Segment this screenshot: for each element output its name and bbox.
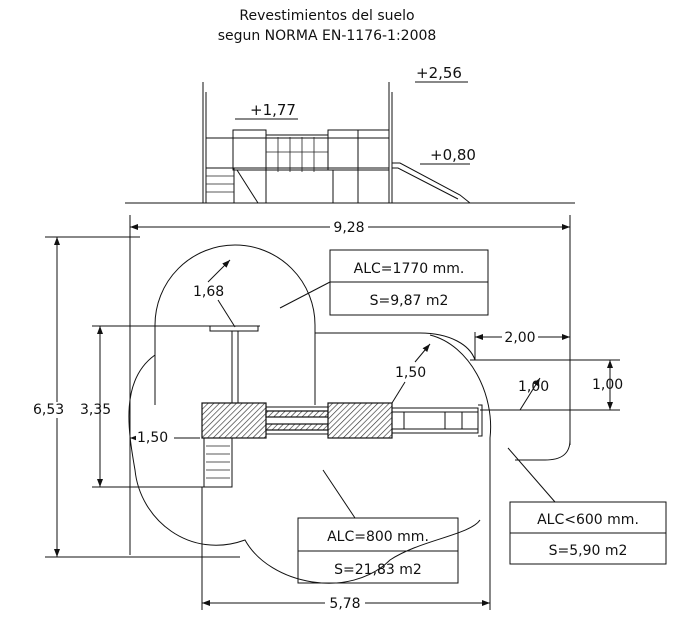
height-2-56: +2,56 (416, 64, 462, 82)
elevation-view: +2,56 +1,77 +0,80 (125, 64, 575, 204)
dim-total-width: 9,28 (333, 220, 364, 236)
slide (391, 407, 479, 434)
zone-alc-600-outline (475, 359, 571, 461)
zone-2-alc: ALC=800 mm. (327, 529, 429, 545)
title-line-2: segun NORMA EN-1176-1:2008 (218, 28, 437, 44)
dim-radius-mid: 1,50 (395, 365, 426, 381)
title-line-1: Revestimientos del suelo (239, 8, 414, 24)
zone-alc-800-outline (128, 354, 481, 584)
label-box-alc-800: ALC=800 mm. S=21,83 m2 (297, 517, 459, 584)
swing-beam (209, 325, 259, 332)
height-0-80: +0,80 (430, 146, 476, 164)
zone-3-alc: ALC<600 mm. (537, 512, 639, 528)
platform-left (201, 402, 267, 439)
zone-1-area: S=9,87 m2 (370, 293, 449, 309)
swing-post (231, 330, 239, 404)
label-box-alc-1770: ALC=1770 mm. S=9,87 m2 (329, 249, 489, 316)
zone-1-alc: ALC=1770 mm. (354, 261, 465, 277)
stairs (203, 437, 233, 488)
dim-total-depth: 6,53 (33, 402, 64, 418)
zone-2-area: S=21,83 m2 (334, 562, 422, 578)
label-box-alc-600: ALC<600 mm. S=5,90 m2 (509, 501, 667, 565)
dim-inner-depth: 3,35 (80, 402, 111, 418)
height-1-77: +1,77 (250, 101, 296, 119)
dim-left-offset: 1,50 (137, 430, 168, 446)
platform-right (327, 402, 393, 439)
dim-right-offset-h: 1,00 (518, 379, 549, 395)
dim-base-width: 5,78 (329, 596, 360, 612)
zone-3-area: S=5,90 m2 (549, 543, 628, 559)
dim-right-offset-v: 1,00 (592, 377, 623, 393)
plan-view: 9,28 6,53 3,35 5,78 2,00 1,00 1,00 1,68 … (33, 215, 667, 612)
zone-alc-1770-outline (154, 244, 316, 405)
dim-radius-top: 1,68 (193, 284, 224, 300)
dim-right-extent: 2,00 (504, 330, 535, 346)
